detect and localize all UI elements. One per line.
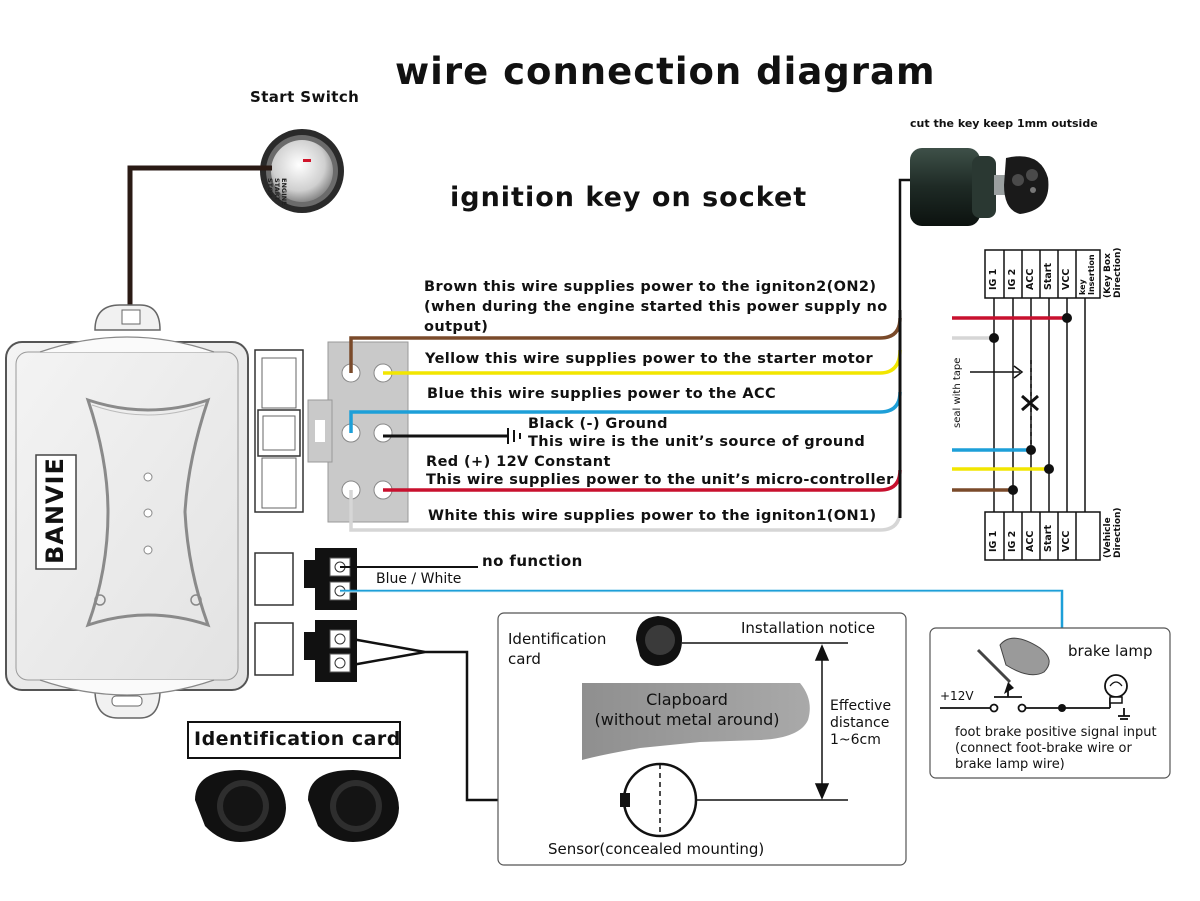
start-switch-text-line: STOP xyxy=(266,178,274,198)
harness-bottom-col: IG 1 xyxy=(988,530,999,552)
distance-label: Effective distance 1~6cm xyxy=(830,698,891,749)
clapboard-label: Clapboard (without metal around) xyxy=(592,690,782,730)
signal-junction xyxy=(1058,704,1066,712)
harness-top-col: IG 2 xyxy=(1007,268,1018,290)
sensor-icon xyxy=(620,762,698,838)
harness-wires xyxy=(952,313,1072,495)
no-function-label: no function xyxy=(482,552,583,570)
page-title: wire connection diagram xyxy=(395,50,936,93)
clapboard-line: (without metal around) xyxy=(594,710,780,729)
start-led-icon xyxy=(303,159,311,162)
brake-lamp-icon xyxy=(1104,674,1128,704)
distance-arrow-icon xyxy=(814,644,830,800)
wire-brown-line: output) xyxy=(424,319,489,335)
brake-voltage-label: +12V xyxy=(940,689,974,703)
sensor-label: Sensor(concealed mounting) xyxy=(548,840,765,858)
brake-box xyxy=(929,627,1171,779)
wire-red-line: Red (+) 12V Constant xyxy=(426,454,611,470)
install-card-line: Identification xyxy=(508,630,607,648)
ground-icon xyxy=(507,428,521,444)
harness-bottom-direction-text: (Vehicle Direction) xyxy=(1103,507,1123,558)
start-switch-text: ENGINE START STOP xyxy=(266,178,288,206)
main-connector xyxy=(254,341,409,523)
harness-bottom-col: Start xyxy=(1043,524,1054,552)
install-card-icon xyxy=(636,616,682,666)
harness-key-insertion: key Insertion xyxy=(1078,254,1096,295)
harness-bottom-col: IG 2 xyxy=(1007,530,1018,552)
brake-note-line: foot brake positive signal input xyxy=(955,725,1157,740)
brake-note-line: (connect foot-brake wire or xyxy=(955,741,1132,756)
distance-line: 1~6cm xyxy=(830,732,881,748)
page-subtitle: ignition key on socket xyxy=(450,182,808,213)
harness-bottom-col: ACC xyxy=(1025,530,1036,552)
start-switch[interactable] xyxy=(260,129,344,213)
wire-red-label: Red (+) 12V Constant This wire supplies … xyxy=(426,453,894,489)
start-switch-text-line: START xyxy=(273,178,281,201)
install-card-label: Identification card xyxy=(508,629,606,669)
wire-white-label: White this wire supplies power to the ig… xyxy=(428,508,877,524)
harness-top-col: ACC xyxy=(1025,268,1036,290)
brand-label: BANVIE xyxy=(41,457,69,564)
installation-notice-label: Installation notice xyxy=(741,619,876,637)
id-card-icon-left xyxy=(195,770,286,842)
wire-brown-line: Brown this wire supplies power to the ig… xyxy=(424,279,877,295)
harness-top-direction: (Key Box Direction) xyxy=(1103,242,1123,298)
wire-black-label: Black (-) Ground This wire is the unit’s… xyxy=(528,415,865,451)
start-switch-label: Start Switch xyxy=(250,88,360,106)
id-card-icon-right xyxy=(308,770,399,842)
aux-connectors xyxy=(254,548,357,682)
id-card-title: Identification card xyxy=(194,728,401,750)
brake-switch-circuit xyxy=(940,688,1130,720)
id-card-title-box xyxy=(187,721,401,759)
tape-note: seal with tape xyxy=(952,357,963,428)
harness-top-col: VCC xyxy=(1061,268,1072,290)
wire-yellow-label: Yellow this wire supplies power to the s… xyxy=(425,351,874,367)
wire-black-line: Black (-) Ground xyxy=(528,416,668,432)
brake-note: foot brake positive signal input (connec… xyxy=(955,725,1157,773)
wire-bundle xyxy=(349,178,912,532)
brake-pedal-icon xyxy=(976,637,1050,694)
brake-note-line: brake lamp wire) xyxy=(955,757,1065,772)
harness-top-col: Start xyxy=(1043,262,1054,290)
clapboard-panel xyxy=(582,683,810,760)
install-card-line: card xyxy=(508,650,541,668)
harness-bottom-col: VCC xyxy=(1061,530,1072,552)
harness-top-direction-text: (Key Box Direction) xyxy=(1103,247,1123,298)
brake-lamp-label: brake lamp xyxy=(1068,642,1153,660)
key-cylinder-label: cut the key keep 1mm outside xyxy=(910,117,1098,130)
start-switch-cable xyxy=(127,165,272,318)
wire-black-line: This wire is the unit’s source of ground xyxy=(528,434,866,450)
clapboard-line: Clapboard xyxy=(646,690,728,709)
key-cylinder-icon xyxy=(910,148,1049,226)
wire-brown-label: Brown this wire supplies power to the ig… xyxy=(424,277,888,337)
distance-line: distance xyxy=(830,715,890,731)
blue-white-label: Blue / White xyxy=(376,571,462,587)
control-unit xyxy=(5,304,249,719)
wire-brown-line: (when during the engine started this pow… xyxy=(424,299,888,315)
distance-line: Effective xyxy=(830,698,892,714)
start-switch-text-line: ENGINE xyxy=(280,178,288,206)
harness-table xyxy=(984,249,1101,561)
wire-red-line: This wire supplies power to the unit’s m… xyxy=(426,472,894,488)
wire-blue-label: Blue this wire supplies power to the ACC xyxy=(427,386,777,402)
harness-bottom-direction: (Vehicle Direction) xyxy=(1103,506,1123,558)
harness-top-col: key Insertion xyxy=(1078,251,1096,295)
harness-top-col: IG 1 xyxy=(988,268,999,290)
